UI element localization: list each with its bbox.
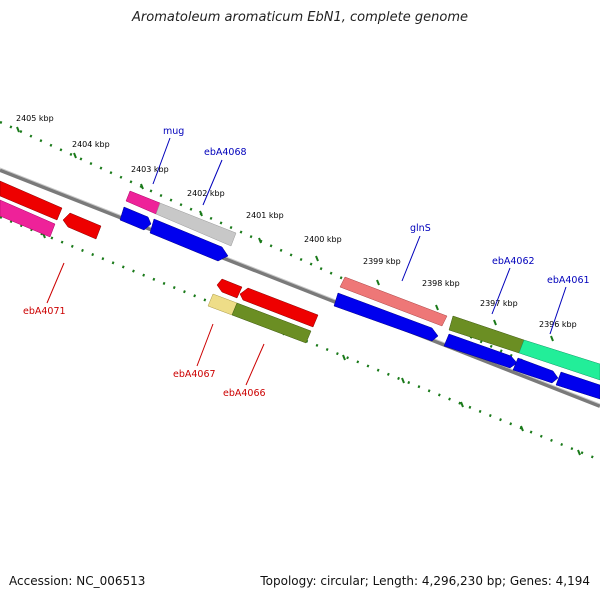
inner-dotted-line	[0, 215, 600, 462]
forward-strand-features	[119, 190, 600, 400]
label-leaders	[46, 137, 567, 386]
feature-red-mid-1[interactable]	[216, 278, 243, 299]
feature-red-mid-2[interactable]	[239, 287, 319, 328]
leader-ebA4066	[245, 343, 265, 386]
feature-ebA4067[interactable]	[207, 293, 238, 316]
tick-mark	[16, 126, 20, 133]
gene-label-glnS[interactable]: glnS	[410, 223, 431, 234]
tick-label-2397: 2397 kbp	[480, 299, 518, 308]
feature-ebA4061[interactable]	[518, 339, 600, 381]
leader-ebA4068	[202, 159, 223, 206]
backbone-highlight	[0, 167, 600, 405]
leader-ebA4071	[46, 262, 65, 304]
feature-red-left-2[interactable]	[62, 212, 102, 240]
accession-label: Accession: NC_006513	[9, 574, 146, 588]
gene-label-ebA4068[interactable]: ebA4068	[204, 147, 247, 158]
tick-mark	[376, 279, 380, 286]
tick-mark	[315, 255, 319, 262]
tick-mark	[520, 425, 524, 432]
feature-ebA4068-gray[interactable]	[155, 202, 237, 247]
feature-blue-arrow-2[interactable]	[149, 218, 229, 262]
feature-blue-arrow-4[interactable]	[443, 333, 518, 369]
tick-label-2400: 2400 kbp	[304, 235, 342, 244]
tick-label-2404: 2404 kbp	[72, 140, 110, 149]
feature-blue-arrow-1[interactable]	[119, 206, 152, 231]
outer-tick-ring	[0, 120, 600, 398]
gene-label-mug[interactable]: mug	[163, 126, 184, 137]
outer-major-ticks	[16, 126, 554, 342]
tick-mark	[493, 319, 497, 326]
tick-mark	[435, 304, 439, 311]
gene-label-ebA4071[interactable]: ebA4071	[23, 306, 66, 317]
tick-labels: 2405 kbp 2404 kbp 2403 kbp 2402 kbp 2401…	[16, 114, 577, 329]
leader-ebA4061	[549, 286, 567, 335]
tick-label-2401: 2401 kbp	[246, 211, 284, 220]
tick-label-2403: 2403 kbp	[131, 165, 169, 174]
gene-labels: mug ebA4068 glnS ebA4062 ebA4061 ebA4071…	[23, 126, 590, 399]
leader-glnS	[401, 235, 421, 282]
tick-mark	[577, 449, 581, 456]
tick-label-2398: 2398 kbp	[422, 279, 460, 288]
feature-pink-left[interactable]	[0, 199, 56, 238]
tick-label-2402: 2402 kbp	[187, 189, 225, 198]
tick-label-2405: 2405 kbp	[16, 114, 54, 123]
tick-mark	[342, 354, 346, 361]
feature-red-left-1[interactable]	[0, 180, 63, 221]
topology-label: Topology: circular; Length: 4,296,230 bp…	[260, 574, 590, 588]
reverse-strand-features	[0, 180, 319, 344]
gene-label-ebA4062[interactable]: ebA4062	[492, 256, 535, 267]
backbone-outer	[0, 168, 600, 408]
feature-glnS[interactable]	[339, 276, 448, 327]
leader-ebA4067	[196, 323, 214, 367]
tick-mark	[258, 237, 262, 244]
tick-label-2399: 2399 kbp	[363, 257, 401, 266]
leader-ebA4062	[491, 267, 511, 315]
tick-mark	[73, 152, 77, 159]
feature-blue-arrow-3[interactable]	[333, 292, 439, 342]
feature-blue-arrow-6[interactable]	[555, 371, 600, 400]
tick-mark	[460, 401, 464, 408]
tick-label-2396: 2396 kbp	[539, 320, 577, 329]
tick-mark	[401, 377, 405, 384]
tick-mark	[550, 335, 554, 342]
gene-label-ebA4067[interactable]: ebA4067	[173, 369, 216, 380]
map-title: Aromatoleum aromaticum EbN1, complete ge…	[132, 10, 468, 25]
gene-label-ebA4061[interactable]: ebA4061	[547, 275, 590, 286]
feature-blue-arrow-5[interactable]	[512, 357, 559, 384]
genome-backbone	[0, 167, 600, 408]
tick-mark	[199, 210, 203, 217]
feature-ebA4066[interactable]	[231, 302, 312, 344]
leader-mug	[152, 137, 171, 185]
tick-mark	[140, 183, 144, 190]
gene-label-ebA4066[interactable]: ebA4066	[223, 388, 266, 399]
